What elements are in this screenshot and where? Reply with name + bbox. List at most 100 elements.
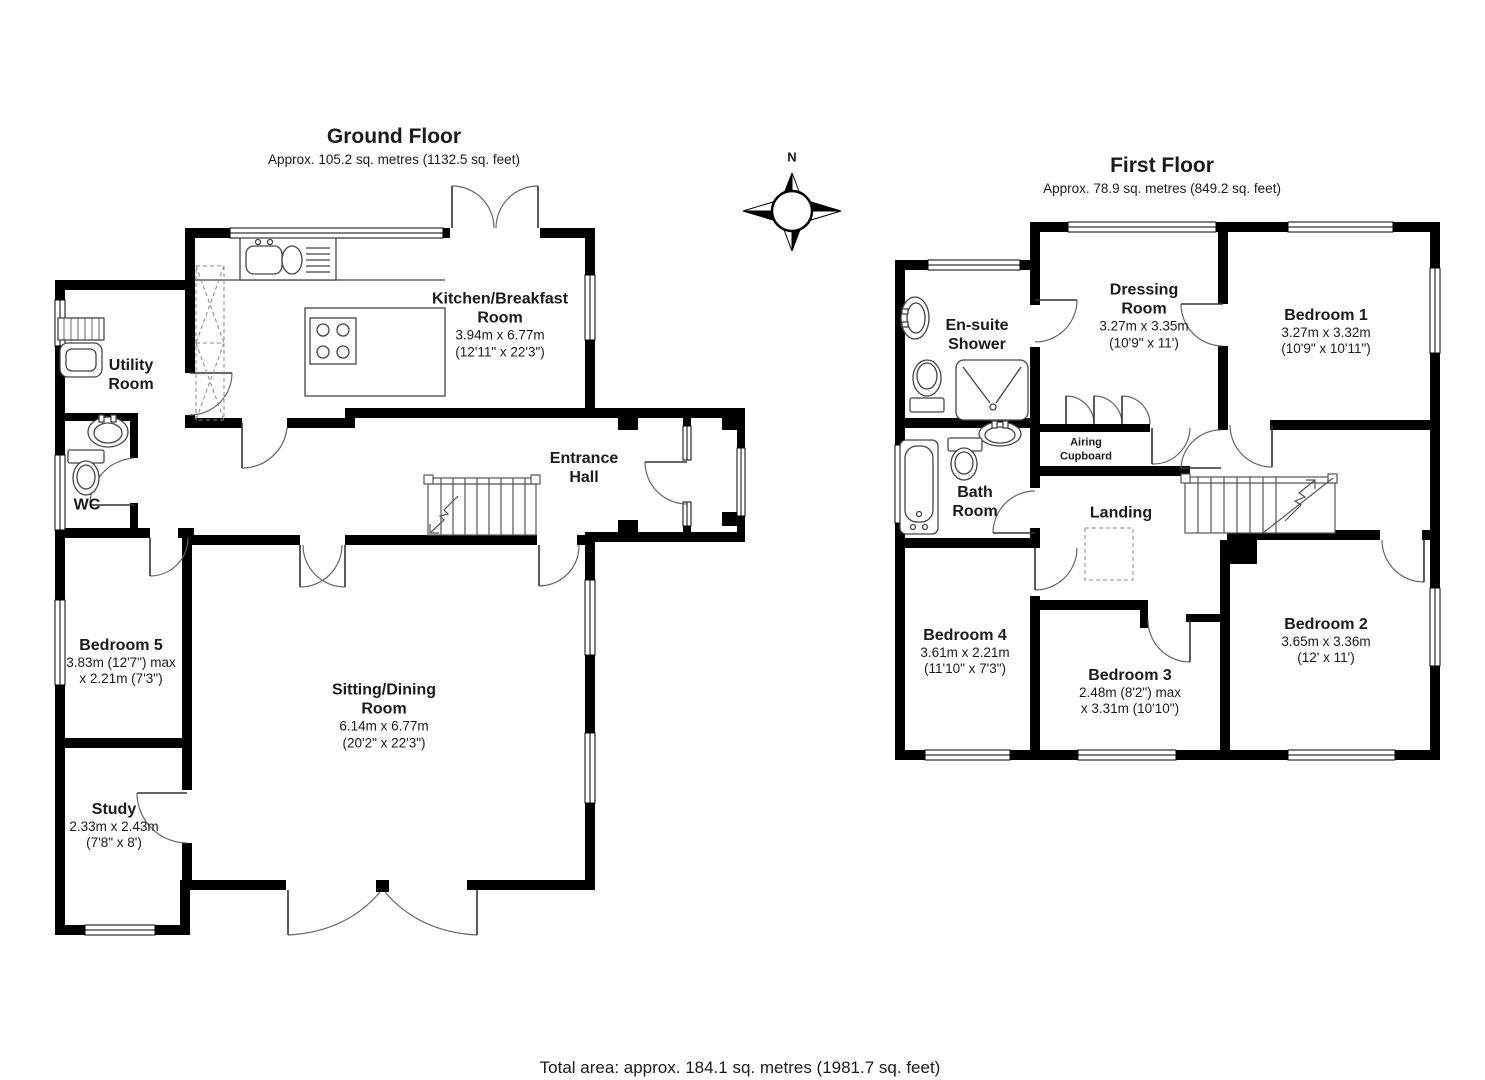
room-dimensions: 3.94m x 6.77m bbox=[455, 328, 545, 343]
room-dimensions: x 2.21m (7'3") bbox=[79, 671, 163, 687]
room-name: Utility bbox=[108, 356, 154, 374]
kitchen-fixtures bbox=[195, 237, 446, 421]
room-label-utility: Utility Room bbox=[108, 356, 153, 394]
room-label-kitchen: Kitchen/Breakfast Room 3.94m x 6.77m (12… bbox=[432, 290, 568, 361]
window bbox=[1429, 587, 1441, 667]
stairs-direction-arrow bbox=[1284, 479, 1316, 522]
ground-floor-doors bbox=[89, 185, 688, 936]
room-label-sitting-dining: Sitting/Dining Room 6.14m x 6.77m (20'2"… bbox=[332, 681, 436, 752]
room-label-study: Study 2.33m x 2.43m (7'8" x 8') bbox=[69, 800, 158, 852]
room-dimensions: 3.27m x 3.35m bbox=[1099, 319, 1189, 334]
room-dimensions: (10'9" x 10'11") bbox=[1281, 341, 1371, 357]
window bbox=[229, 227, 444, 239]
room-label-entrance-hall: Entrance Hall bbox=[550, 449, 618, 487]
room-name: Room bbox=[1121, 300, 1167, 318]
room-name: Airing bbox=[1070, 436, 1102, 449]
kitchen-sink-icon bbox=[239, 237, 337, 281]
room-label-bath: Bath Room bbox=[952, 483, 997, 521]
room-dimensions: 3.83m (12'7") max bbox=[66, 655, 176, 671]
window bbox=[1287, 749, 1396, 761]
room-dimensions: 3.61m x 2.21m bbox=[920, 645, 1010, 661]
room-name: Bedroom 4 bbox=[923, 627, 1007, 645]
ground-floor-plan bbox=[54, 185, 746, 936]
room-name: Room bbox=[952, 503, 998, 520]
ground-floor-title: Ground Floor Approx. 105.2 sq. metres (1… bbox=[268, 125, 520, 167]
room-dimensions: (20'2" x 22'3") bbox=[342, 735, 426, 751]
room-name: WC bbox=[73, 496, 101, 514]
floor-area-text: Approx. 78.9 sq. metres (849.2 sq. feet) bbox=[1043, 181, 1281, 196]
first-floor-doors bbox=[992, 299, 1425, 663]
window bbox=[84, 924, 156, 936]
room-name: Cupboard bbox=[1060, 450, 1112, 462]
room-label-bedroom2: Bedroom 2 3.65m x 3.36m (12' x 11') bbox=[1281, 615, 1370, 667]
room-name: Bath bbox=[957, 483, 993, 501]
room-dimensions: (10'9" x 11') bbox=[1109, 335, 1179, 351]
room-name: Room bbox=[477, 309, 523, 327]
bathtub-icon bbox=[899, 439, 939, 535]
room-dimensions: (12'11" x 22'3") bbox=[455, 344, 545, 360]
kitchen-island bbox=[304, 307, 446, 397]
room-name: Sitting/Dining bbox=[332, 681, 436, 699]
room-name: Entrance bbox=[549, 449, 619, 467]
room-label-airing-cupboard: Airing Cupboard bbox=[1060, 436, 1112, 464]
room-name: Bedroom 1 bbox=[1284, 307, 1368, 325]
room-label-bedroom1: Bedroom 1 3.27m x 3.32m (10'9" x 10'11") bbox=[1281, 306, 1371, 358]
bathroom-fixtures bbox=[899, 420, 1022, 535]
utility-fixtures bbox=[57, 317, 105, 378]
room-label-bedroom3: Bedroom 3 2.48m (8'2") max x 3.31m (10'1… bbox=[1079, 666, 1181, 718]
floor-area-text: Approx. 105.2 sq. metres (1132.5 sq. fee… bbox=[268, 152, 520, 167]
window bbox=[1287, 221, 1394, 233]
room-name: Dressing bbox=[1109, 281, 1179, 299]
room-dimensions: (11'10" x 7'3") bbox=[923, 661, 1007, 677]
room-label-landing: Landing bbox=[1090, 503, 1152, 522]
room-name: Room bbox=[361, 700, 407, 718]
window bbox=[1077, 749, 1177, 761]
ensuite-sink-icon bbox=[900, 296, 930, 340]
shower-tray-icon bbox=[955, 359, 1029, 421]
compass-north-label: N bbox=[787, 149, 797, 165]
room-dimensions: 6.14m x 6.77m bbox=[339, 719, 429, 734]
bath-sink-icon bbox=[978, 420, 1022, 447]
ensuite-fixtures bbox=[900, 296, 1029, 421]
floor-title-text: First Floor bbox=[1110, 154, 1214, 177]
ensuite-toilet-icon bbox=[909, 359, 945, 413]
room-name: Study bbox=[91, 801, 137, 819]
kitchen-cabinets bbox=[195, 265, 225, 421]
french-door-mullion bbox=[376, 880, 389, 892]
room-dimensions: 3.65m x 3.36m bbox=[1281, 634, 1371, 650]
room-name: Landing bbox=[1089, 504, 1153, 522]
window bbox=[584, 579, 596, 656]
room-label-dressing: Dressing Room 3.27m x 3.35m (10'9" x 11'… bbox=[1099, 281, 1188, 352]
window bbox=[584, 732, 596, 804]
room-dimensions: x 3.31m (10'10") bbox=[1080, 701, 1180, 717]
room-name: En-suite bbox=[945, 316, 1009, 334]
landing-hatch bbox=[1084, 527, 1134, 581]
room-name: Bedroom 2 bbox=[1284, 616, 1368, 634]
wc-fixtures bbox=[67, 414, 129, 496]
room-name: Bedroom 3 bbox=[1088, 667, 1172, 685]
room-dimensions: 2.48m (8'2") max bbox=[1079, 685, 1181, 701]
room-dimensions: (7'8" x 8') bbox=[86, 835, 142, 851]
window bbox=[682, 501, 692, 527]
window bbox=[927, 259, 1021, 271]
stove-icon bbox=[309, 317, 357, 365]
total-area-text: Total area: approx. 184.1 sq. metres (19… bbox=[539, 1058, 941, 1077]
ground-floor-stairs bbox=[423, 474, 541, 536]
window bbox=[736, 447, 746, 517]
compass-rose-icon bbox=[742, 172, 842, 252]
window bbox=[54, 599, 66, 686]
window bbox=[584, 274, 596, 341]
window bbox=[1067, 221, 1217, 233]
wc-toilet-icon bbox=[67, 449, 105, 496]
room-dimensions: 2.33m x 2.43m bbox=[69, 819, 159, 835]
room-dimensions: (12' x 11') bbox=[1297, 650, 1355, 666]
room-dimensions: 3.27m x 3.32m bbox=[1281, 325, 1371, 341]
first-floor-stairs bbox=[1180, 473, 1338, 534]
room-label-ensuite: En-suite Shower bbox=[945, 316, 1008, 354]
room-name: Shower bbox=[948, 336, 1006, 353]
window bbox=[682, 425, 692, 461]
stairs-direction-arrow bbox=[429, 495, 459, 534]
room-label-wc: WC bbox=[74, 495, 101, 514]
window bbox=[54, 454, 66, 531]
